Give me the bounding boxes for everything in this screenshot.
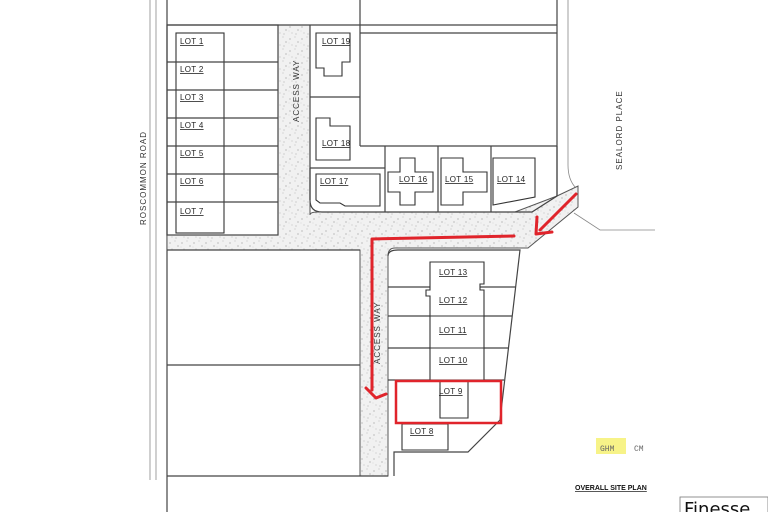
lot-14-label: LOT 14: [497, 175, 526, 184]
lot-2-label: LOT 2: [180, 65, 204, 74]
stamp-ghm: GHM: [600, 445, 615, 454]
lot-17-label: LOT 17: [320, 177, 349, 186]
lot-9-highlight: [394, 379, 503, 425]
lot-19-label: LOT 19: [322, 37, 351, 46]
lots-14-to-17: LOT 17 LOT 16 LOT 15 LOT 14: [309, 146, 558, 213]
access-way-south-label: ACCESS WAY: [373, 302, 382, 364]
roscommon-road-label: ROSCOMMON ROAD: [139, 131, 148, 225]
route-annotation: [364, 192, 578, 400]
lot-9-label: LOT 9: [439, 387, 463, 396]
stamp-cm: CM: [634, 445, 644, 454]
initial-stamps: GHM CM: [596, 438, 644, 454]
lots-8-to-13: LOT 13 LOT 12 LOT 11 LOT 10 LOT 9 LOT 8: [387, 249, 521, 476]
brand-logo: Finesse: [679, 496, 768, 512]
lots-18-19: LOT 19 LOT 18: [315, 32, 351, 161]
lot-11-label: LOT 11: [439, 326, 467, 335]
lot-6-label: LOT 6: [180, 177, 204, 186]
sealord-place-label: SEALORD PLACE: [615, 90, 624, 170]
lot-13-label: LOT 13: [439, 268, 468, 277]
lot-12-label: LOT 12: [439, 296, 468, 305]
lots-1-to-7: LOT 1 LOT 2 LOT 3 LOT 4 LOT 5 LOT 6 LOT …: [166, 24, 279, 236]
lot-15-label: LOT 15: [445, 175, 474, 184]
lot-3-label: LOT 3: [180, 93, 204, 102]
brand-name: Finesse: [684, 499, 750, 512]
lot-16-label: LOT 16: [399, 175, 428, 184]
lot-8-label: LOT 8: [410, 427, 434, 436]
lot-1-label: LOT 1: [180, 37, 204, 46]
lot-5-label: LOT 5: [180, 149, 204, 158]
access-way-north-label: ACCESS WAY: [292, 60, 301, 122]
roscommon-road-edges: [149, 0, 168, 512]
lot-18-label: LOT 18: [322, 139, 351, 148]
drawing-title: OVERALL SITE PLAN: [575, 485, 647, 492]
lot-4-label: LOT 4: [180, 121, 204, 130]
lot-10-label: LOT 10: [439, 356, 468, 365]
western-empty-lots: [167, 249, 388, 477]
lot-7-label: LOT 7: [180, 207, 204, 216]
